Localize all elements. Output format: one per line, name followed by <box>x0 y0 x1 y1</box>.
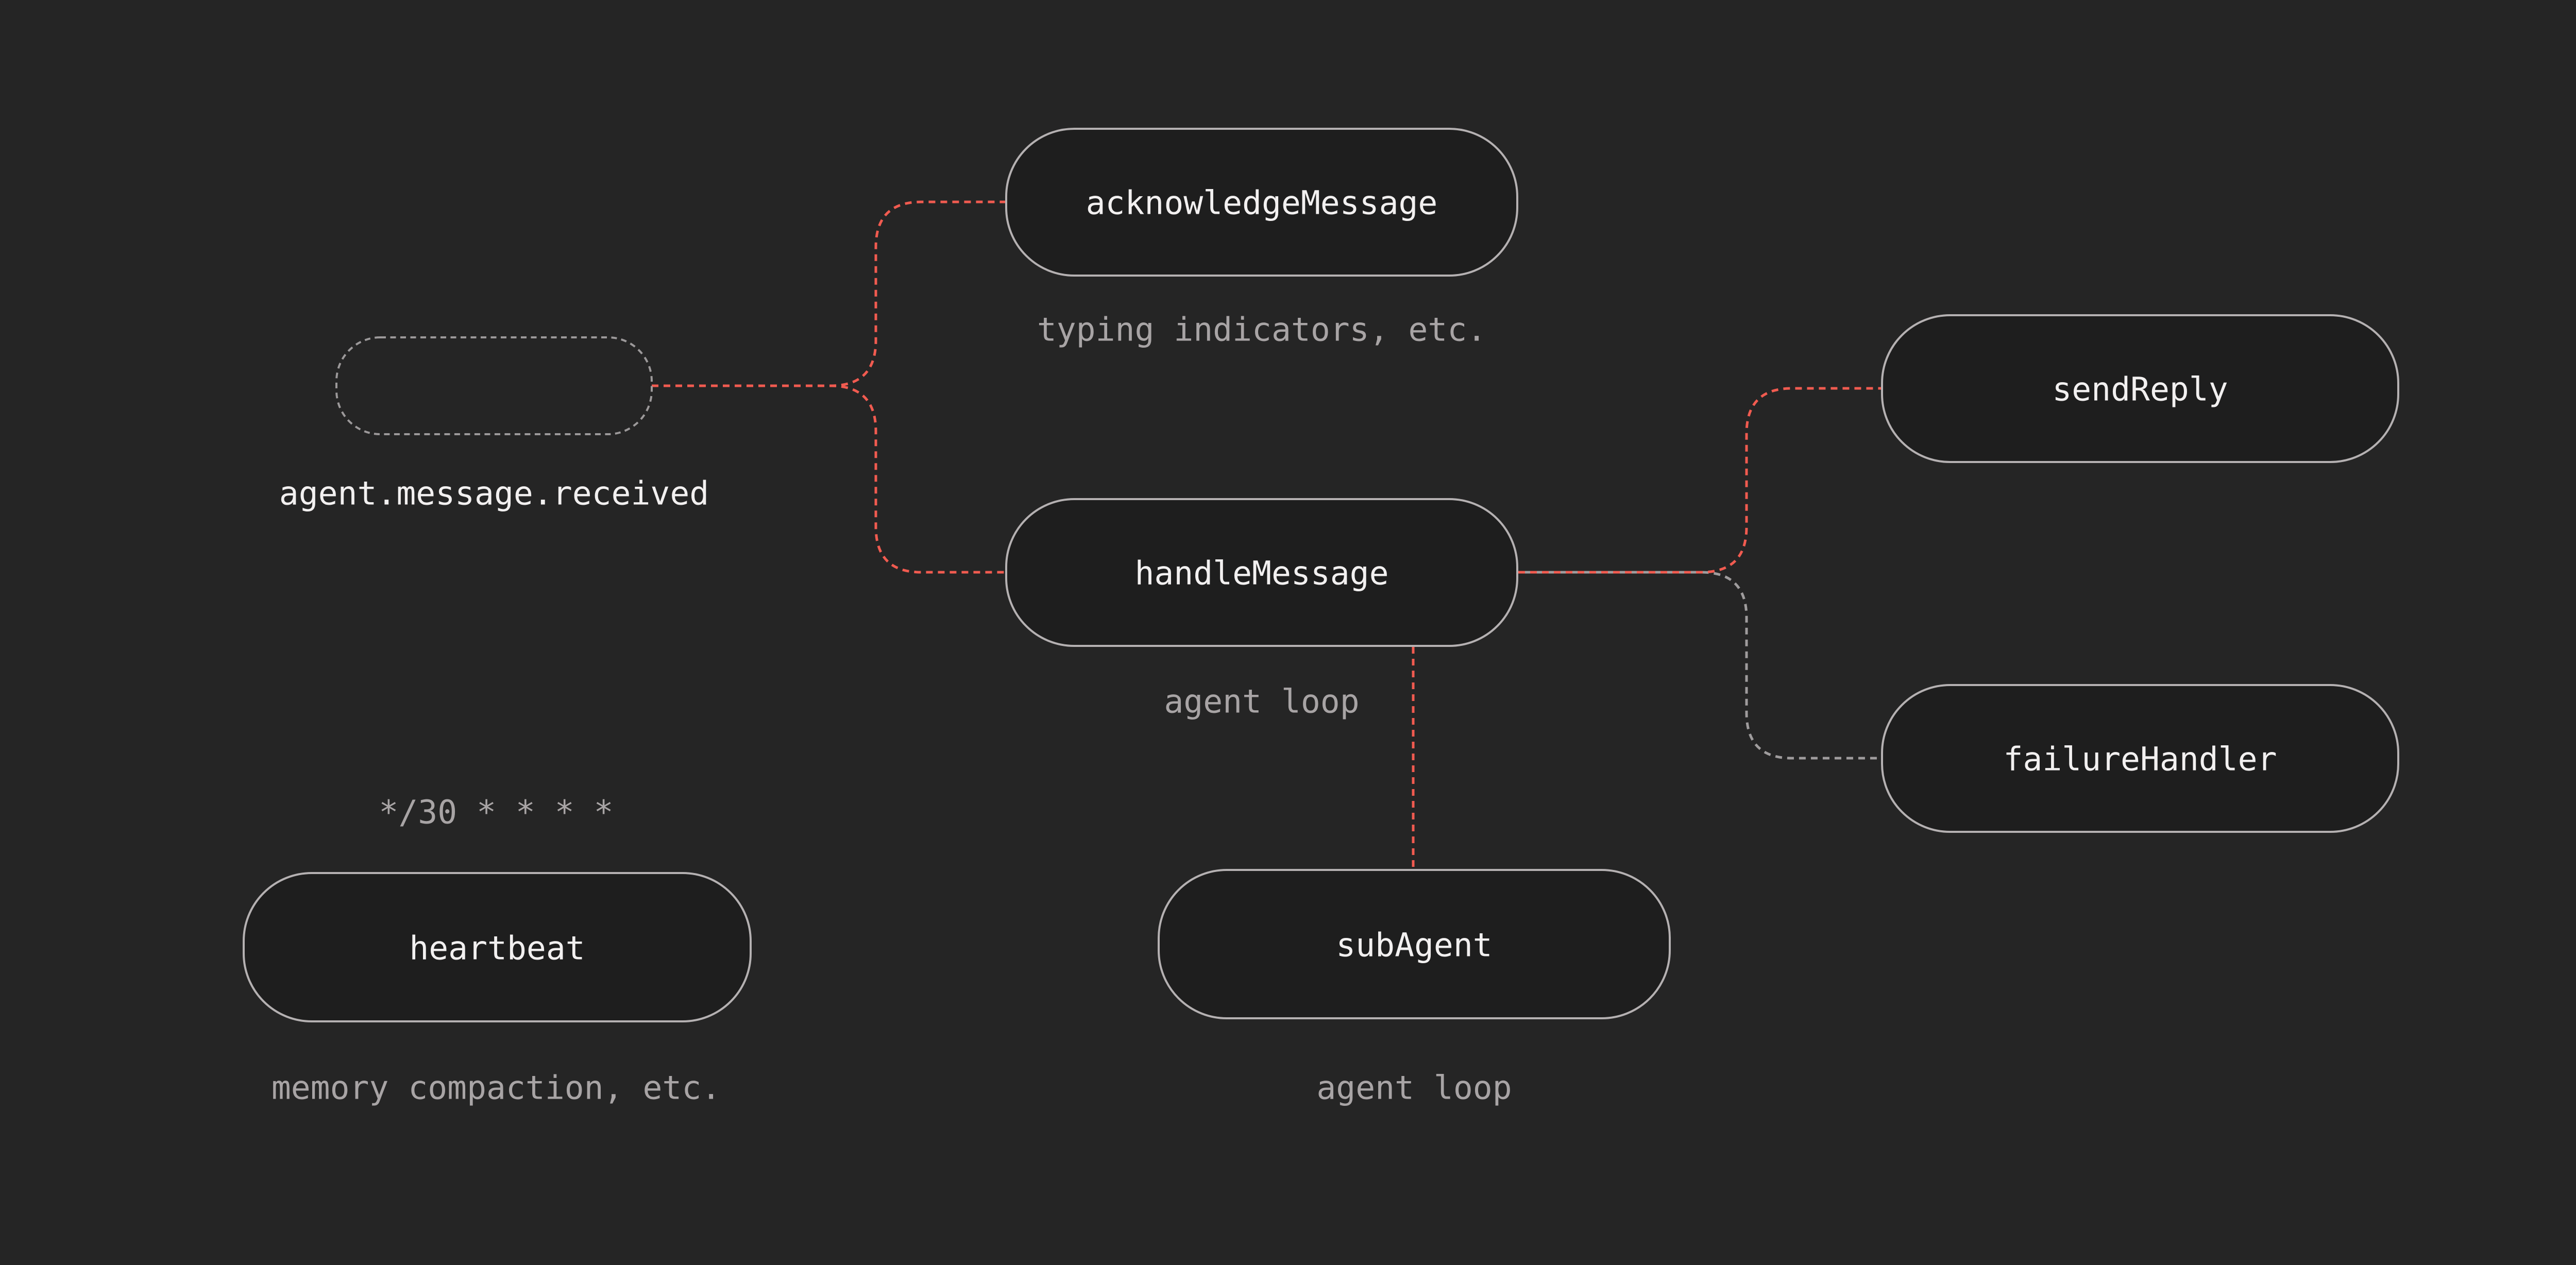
node-label-sub-agent: subAgent <box>1336 927 1492 964</box>
node-label-send-reply: sendReply <box>2052 371 2228 408</box>
node-failure-handler <box>1881 684 2399 833</box>
node-label-acknowledge-message: acknowledgeMessage <box>1086 184 1438 222</box>
caption-sub-agent: agent loop <box>1316 1069 1512 1107</box>
caption-handle-message: agent loop <box>1164 683 1359 721</box>
node-send-reply <box>1881 314 2399 463</box>
node-sub-agent <box>1158 869 1671 1019</box>
trigger-caption: agent.message.received <box>279 475 709 512</box>
node-label-failure-handler: failureHandler <box>2003 741 2277 778</box>
heartbeat-schedule: */30 * * * * <box>379 794 613 831</box>
edge-handle-message-to-send-reply <box>1518 387 1882 574</box>
edge-trigger-to-handle-message <box>652 384 1006 574</box>
node-label-handle-message: handleMessage <box>1134 555 1388 592</box>
node-handle-message <box>1005 498 1518 647</box>
caption-heartbeat: memory compaction, etc. <box>272 1069 721 1107</box>
node-label-heartbeat: heartbeat <box>409 930 585 967</box>
node-trigger <box>335 336 653 435</box>
node-acknowledge-message <box>1005 128 1518 277</box>
edge-handle-message-to-failure-handler <box>1518 571 1882 760</box>
edge-trigger-to-acknowledge-message <box>652 200 1006 387</box>
node-heartbeat <box>243 872 752 1022</box>
caption-acknowledge-message: typing indicators, etc. <box>1037 311 1486 349</box>
